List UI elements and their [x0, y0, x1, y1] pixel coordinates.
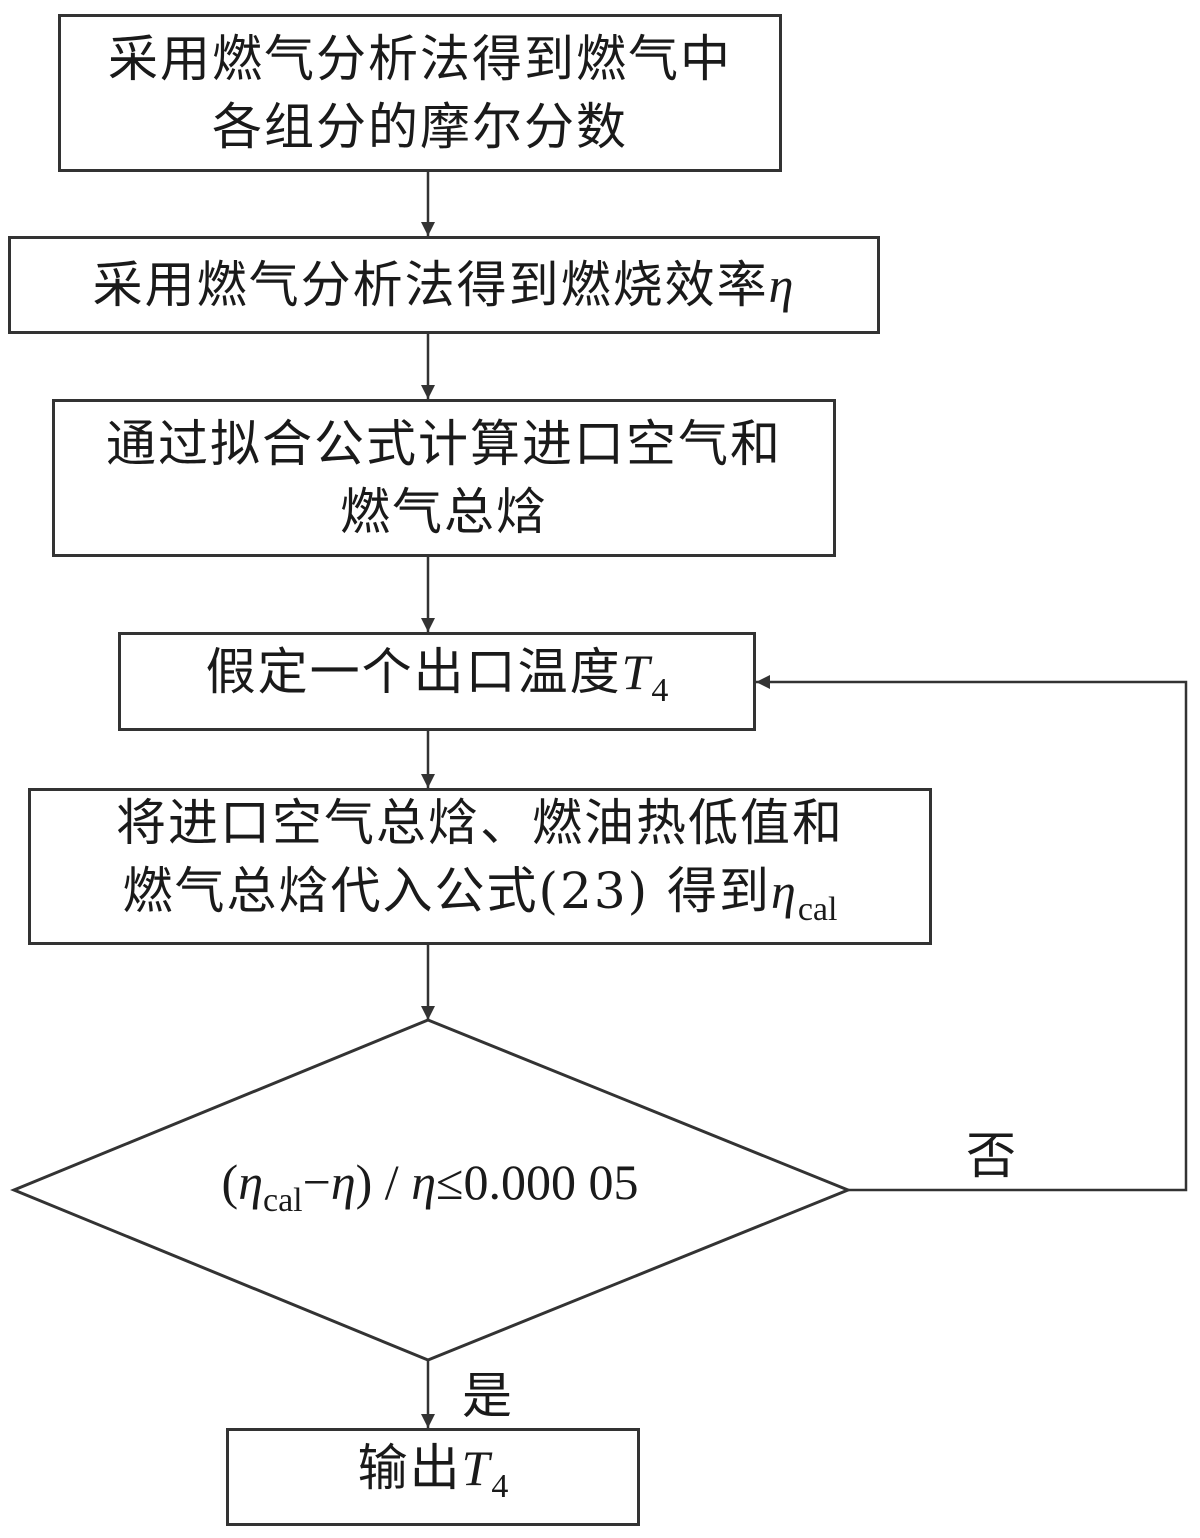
step-substitute-formula-23: 将进口空气总焓、燃油热低值和 燃气总焓代入公式(23) 得到ηcal — [28, 788, 932, 945]
step5-line1: 将进口空气总焓、燃油热低值和 — [116, 794, 844, 852]
step5-line2: 燃气总焓代入公式(23) 得到 — [122, 862, 772, 920]
eta-symbol: η — [768, 257, 796, 313]
output-text: 输出 — [357, 1438, 462, 1497]
t4-symbol: T — [621, 644, 652, 700]
step-output-t4: 输出T4 — [226, 1428, 640, 1526]
yes-branch-label: 是 — [462, 1367, 512, 1425]
step1-line1: 采用燃气分析法得到燃气中 — [108, 30, 732, 88]
step-gas-analysis-combustion-efficiency: 采用燃气分析法得到燃烧效率η — [8, 236, 880, 334]
step1-line2: 各组分的摩尔分数 — [212, 98, 628, 156]
eta-cal-subscript: cal — [797, 891, 838, 928]
step2-text: 采用燃气分析法得到燃烧效率 — [92, 256, 769, 314]
decision-condition: (ηcal−η) / η≤0.000 05 — [221, 1154, 639, 1219]
t4-subscript: 4 — [651, 672, 669, 709]
output-t4-symbol: T — [461, 1439, 492, 1496]
arrow-loop-no — [756, 675, 1188, 1192]
no-branch-label: 否 — [966, 1127, 1016, 1185]
eta-cal-symbol: η — [771, 863, 798, 919]
step-fit-formula-enthalpy: 通过拟合公式计算进口空气和 燃气总焓 — [52, 399, 836, 557]
step-assume-outlet-temperature: 假定一个出口温度T4 — [118, 632, 756, 731]
step3-line1: 通过拟合公式计算进口空气和 — [106, 415, 782, 473]
step3-line2: 燃气总焓 — [340, 483, 548, 541]
step-gas-analysis-molar-fractions: 采用燃气分析法得到燃气中 各组分的摩尔分数 — [58, 14, 782, 172]
output-t4-subscript: 4 — [491, 1467, 509, 1505]
step4-text: 假定一个出口温度 — [205, 643, 622, 701]
